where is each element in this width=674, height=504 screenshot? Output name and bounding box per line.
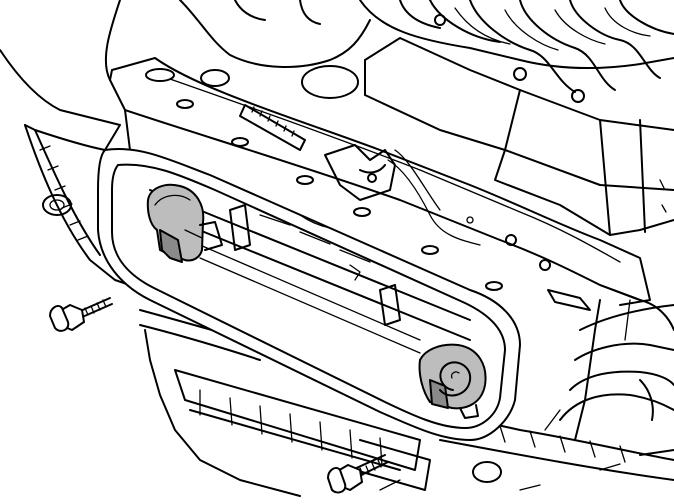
right-side-structure — [544, 284, 674, 441]
horn-right — [418, 343, 487, 419]
bolt-left — [49, 297, 113, 332]
lower-front-edge — [379, 449, 674, 491]
horn-left — [146, 183, 223, 263]
bolt-bottom — [327, 454, 389, 494]
radiator-support-crossmember — [109, 57, 651, 311]
engine-intake-manifold — [104, 0, 674, 236]
